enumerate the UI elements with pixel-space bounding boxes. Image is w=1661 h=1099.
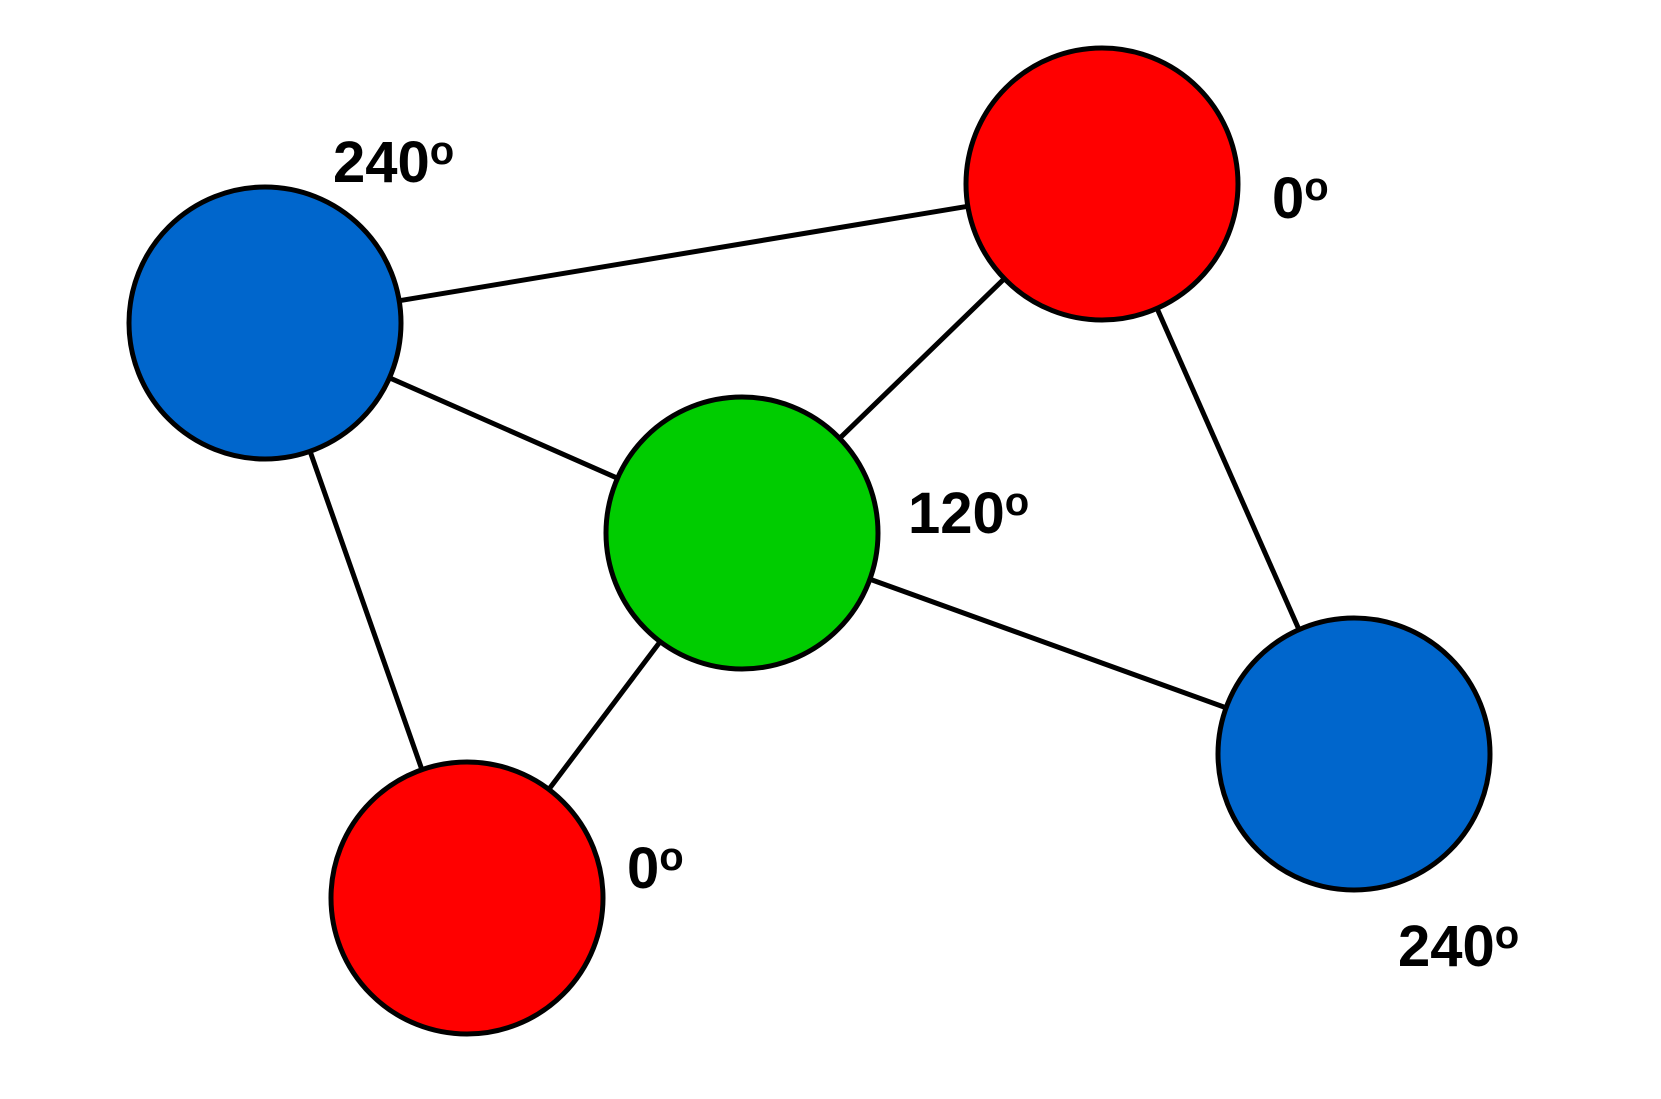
degree-symbol: o xyxy=(1495,913,1519,957)
node-label-bottom-left: 0o xyxy=(627,835,684,901)
degree-symbol: o xyxy=(1304,165,1328,209)
node-label-value: 0 xyxy=(1272,166,1304,231)
node-label-value: 120 xyxy=(908,481,1005,546)
node-top-right xyxy=(963,45,1241,323)
node-bottom-right xyxy=(1215,615,1493,893)
node-label-top-right: 0o xyxy=(1272,165,1329,231)
node-label-value: 240 xyxy=(1398,914,1495,979)
degree-symbol: o xyxy=(659,835,683,879)
node-label-top-left: 240o xyxy=(333,129,454,195)
degree-symbol: o xyxy=(430,129,454,173)
nodes-layer xyxy=(126,45,1493,1037)
node-label-value: 240 xyxy=(333,130,430,195)
node-label-center: 120o xyxy=(908,480,1029,546)
node-label-bottom-right: 240o xyxy=(1398,913,1519,979)
node-bottom-left xyxy=(328,759,606,1037)
node-center xyxy=(603,394,881,672)
edge-top-left-to-top-right xyxy=(264,181,1103,326)
degree-symbol: o xyxy=(1005,480,1029,524)
node-top-left xyxy=(126,184,404,462)
node-label-value: 0 xyxy=(627,836,659,901)
